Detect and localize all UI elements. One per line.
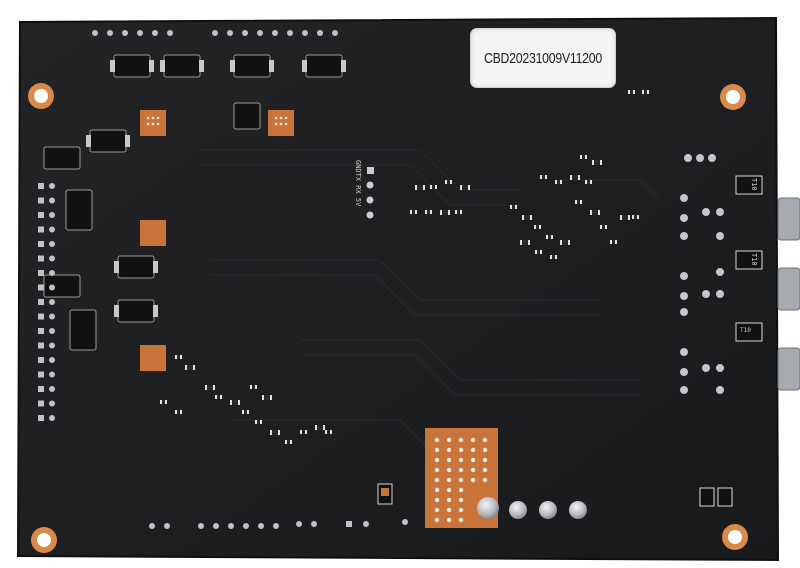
transformer-label: T10 [750, 253, 758, 266]
uart-pin-silkscreen: GNDTX RX 5V [354, 160, 362, 207]
board-sticker-label: CBD20231009V11200 [470, 28, 616, 88]
rj45-port-connectors [777, 197, 800, 391]
transformer-label: T10 [750, 178, 758, 191]
bottom-header-holes [149, 519, 408, 529]
trace-pattern [200, 149, 661, 461]
transformer-label: T10 [740, 327, 751, 334]
top-header-holes [92, 30, 338, 36]
smd-components [160, 90, 649, 444]
capacitor [717, 487, 733, 507]
board-label-text: CBD20231009V11200 [483, 49, 603, 67]
uart-header [366, 167, 374, 219]
screw-terminals [477, 497, 587, 519]
port-pin-holes [680, 154, 724, 394]
large-pad-vias [434, 437, 488, 523]
left-pin-header [38, 183, 55, 421]
pcb-board [16, 16, 780, 562]
capacitor [699, 487, 715, 507]
pad-vias [146, 116, 288, 126]
transformers [735, 175, 763, 342]
mounting-holes [28, 83, 748, 553]
transistor-packages [43, 54, 346, 351]
